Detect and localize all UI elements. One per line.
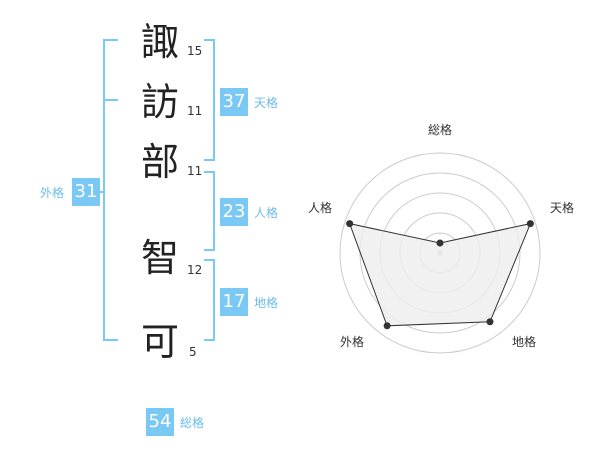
- stroke-count-4: 12: [187, 263, 203, 277]
- radar-point-5: [346, 220, 354, 228]
- jinkaku-value: 23: [220, 198, 248, 226]
- radar-point-1: [436, 239, 444, 247]
- gaikaku-label: 外格: [40, 186, 65, 200]
- radar-label-soukaku: 総格: [428, 122, 452, 137]
- radar-label-jinkaku: 人格: [308, 200, 332, 215]
- name-char-1: 諏: [140, 20, 179, 64]
- stroke-count-1: 15: [187, 44, 203, 58]
- name-char-4: 智: [140, 236, 179, 280]
- name-char-2: 訪: [140, 80, 179, 124]
- name-char-3: 部: [140, 140, 179, 184]
- gaikaku-value: 31: [72, 178, 100, 206]
- name-char-5: 可: [140, 320, 179, 364]
- soukaku-label: 総格: [180, 416, 205, 430]
- tenkaku-bracket: [204, 39, 215, 161]
- radar-point-3: [486, 318, 494, 326]
- radar-ring: [339, 152, 541, 354]
- gaikaku-bracket: [103, 39, 118, 341]
- radar-point-2: [526, 220, 534, 228]
- chikaku-label: 地格: [254, 296, 279, 310]
- stroke-count-5: 5: [189, 345, 197, 359]
- radar-label-gaikaku: 外格: [340, 334, 364, 349]
- radar-point-4: [383, 322, 391, 330]
- radar-area: [348, 222, 532, 327]
- tenkaku-value: 37: [220, 88, 248, 116]
- stroke-count-2: 11: [187, 104, 203, 118]
- jinkaku-bracket: [204, 171, 215, 251]
- radar-points: [346, 220, 534, 330]
- soukaku-value: 54: [146, 408, 174, 436]
- radar-label-chikaku: 地格: [512, 334, 536, 349]
- radar-label-tenkaku: 天格: [550, 200, 574, 215]
- chikaku-value: 17: [220, 288, 248, 316]
- stroke-count-3: 11: [187, 164, 203, 178]
- tenkaku-label: 天格: [254, 96, 279, 110]
- chikaku-bracket: [204, 259, 215, 341]
- jinkaku-label: 人格: [254, 206, 279, 220]
